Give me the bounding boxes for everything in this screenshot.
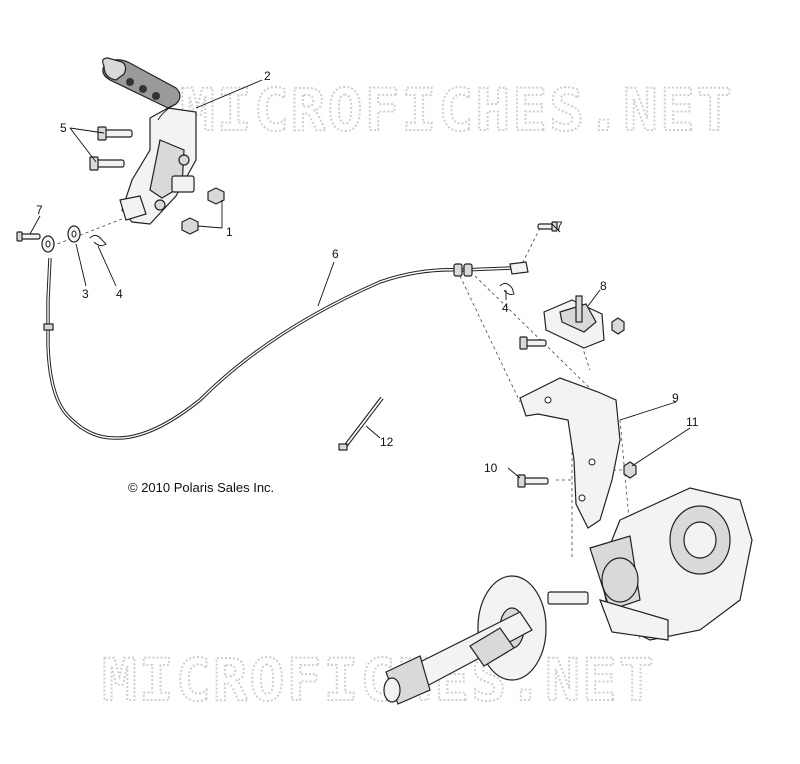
callout-1: 1 — [226, 225, 233, 239]
nut-single — [623, 461, 637, 479]
brake-cable — [41, 235, 529, 440]
cable-tie — [338, 396, 384, 451]
clevis-pin-left — [16, 231, 41, 242]
callout-8: 8 — [600, 279, 607, 293]
copyright-notice: © 2010 Polaris Sales Inc. — [128, 480, 274, 495]
callout-labels: 2 5 1 7 3 4 6 7 4 8 9 12 10 11 — [36, 69, 699, 475]
callout-10: 10 — [484, 461, 498, 475]
caliper-assembly — [519, 295, 625, 350]
callout-11: 11 — [686, 415, 699, 429]
assembly-guide-lines — [51, 211, 641, 641]
bolt-single — [517, 474, 549, 488]
cotter-clip-left — [89, 235, 107, 247]
callout-4-right: 4 — [502, 301, 509, 315]
bolt-pair — [89, 126, 133, 171]
callout-6: 6 — [332, 247, 339, 261]
callout-7-right: 7 — [556, 219, 563, 233]
cotter-clip-right — [499, 283, 515, 295]
rear-gearcase-assembly — [547, 487, 753, 641]
brake-lever-assembly — [102, 57, 197, 225]
callout-12: 12 — [380, 435, 394, 449]
watermark-top: MICROFICHES.NET — [180, 76, 734, 144]
driveshaft — [383, 611, 533, 705]
callout-3: 3 — [82, 287, 89, 301]
leader-lines — [29, 79, 691, 479]
washer — [67, 225, 81, 243]
watermark-bottom: MICROFICHES.NET — [102, 646, 656, 714]
callout-5: 5 — [60, 121, 67, 135]
mounting-bracket — [519, 377, 621, 529]
callout-7-left: 7 — [36, 203, 43, 217]
callout-4-left: 4 — [116, 287, 123, 301]
callout-2: 2 — [264, 69, 271, 83]
nut-pair — [181, 187, 225, 235]
callout-9: 9 — [672, 391, 679, 405]
